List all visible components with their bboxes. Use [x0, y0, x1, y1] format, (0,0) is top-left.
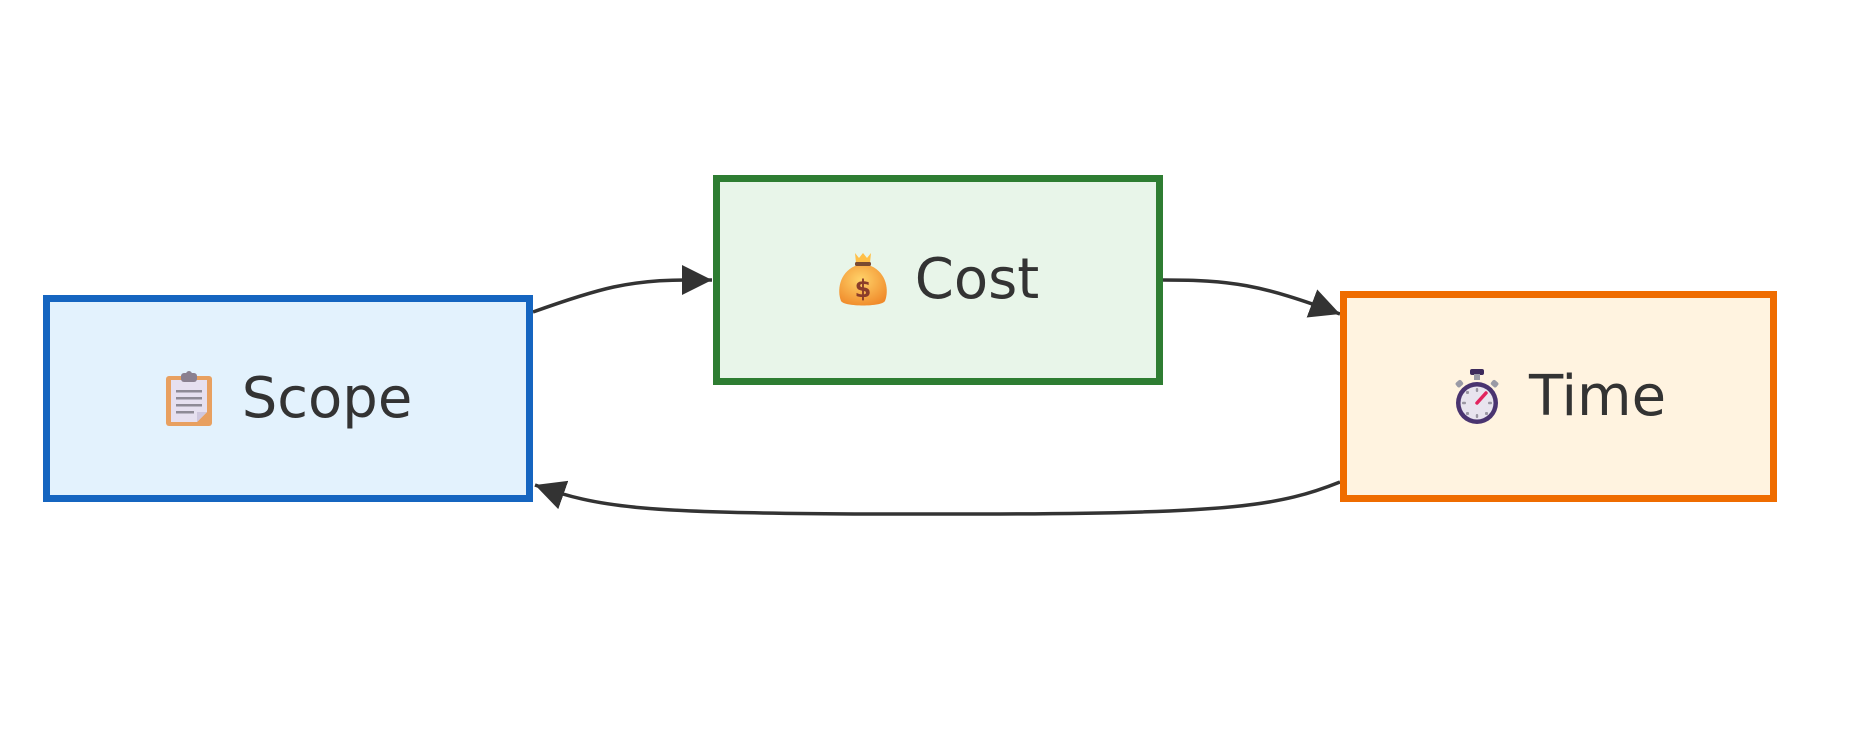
edge-scope-to-cost [532, 265, 712, 314]
stopwatch-icon [1455, 368, 1499, 424]
node-cost[interactable]: $ Cost [713, 175, 1163, 385]
edge-time-to-scope [534, 480, 1341, 516]
node-label: Time [1528, 363, 1667, 429]
svg-text:$: $ [854, 275, 871, 303]
clipboard-icon [165, 370, 212, 426]
edge-cost-to-time [1162, 278, 1341, 318]
node-scope[interactable]: Scope [43, 295, 533, 502]
node-label: Cost [914, 247, 1040, 312]
node-time[interactable]: Time [1340, 291, 1777, 502]
node-label: Scope [241, 365, 413, 431]
money-bag-icon: $ [838, 253, 887, 306]
